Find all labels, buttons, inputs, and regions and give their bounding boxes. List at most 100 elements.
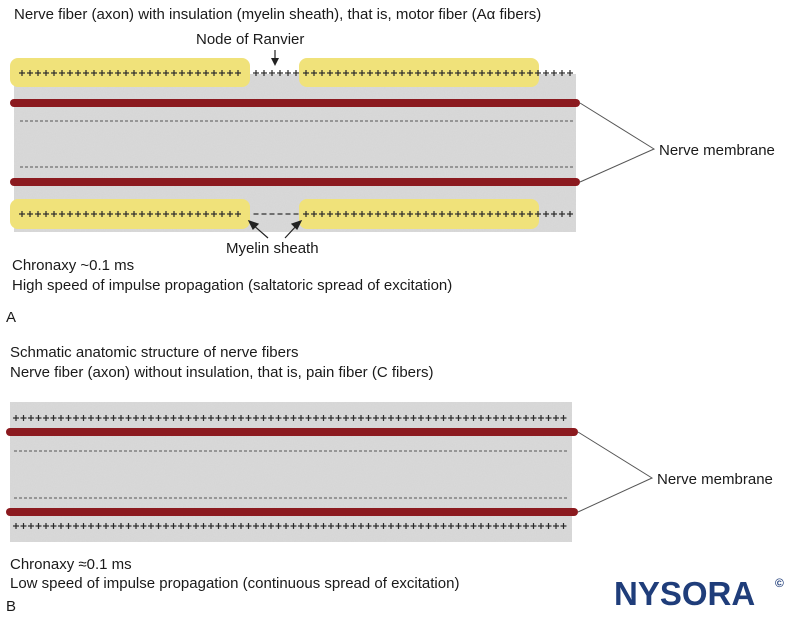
positive-charge-mark [229, 211, 231, 217]
positive-charge-mark [401, 70, 403, 76]
positive-charge-mark [277, 523, 280, 529]
positive-charge-mark [353, 211, 355, 217]
positive-charge-mark [502, 523, 505, 529]
positive-charge-mark [481, 70, 483, 76]
positive-charge-mark [157, 70, 159, 76]
positive-charge-mark [435, 415, 437, 421]
positive-charge-mark [382, 523, 385, 529]
positive-charge-mark [45, 211, 47, 217]
positive-charge-mark [427, 415, 430, 421]
positive-charge-mark [457, 523, 460, 529]
positive-charge-mark [561, 211, 563, 217]
positive-charge-mark [277, 415, 280, 421]
positive-charge-mark [377, 211, 379, 217]
positive-charge-mark [141, 70, 143, 76]
axon-body-b [10, 402, 572, 542]
positive-charge-mark [150, 415, 152, 421]
positive-charge-mark [180, 523, 182, 529]
membrane-callout-lines-a [579, 102, 656, 183]
positive-charge-mark [409, 70, 411, 76]
positive-charge-mark [61, 211, 63, 217]
positive-charge-mark [61, 70, 63, 76]
positive-charge-mark [187, 523, 190, 529]
positive-charge-mark [315, 415, 317, 421]
positive-charge-mark [67, 523, 70, 529]
nysora-logo: NYSORA © [612, 573, 792, 613]
positive-charge-mark [225, 523, 227, 529]
positive-charge-mark [480, 415, 482, 421]
positive-charge-mark [465, 70, 467, 76]
positive-charge-mark [390, 415, 392, 421]
positive-charge-mark [263, 70, 265, 76]
positive-charge-mark [393, 70, 395, 76]
positive-charge-mark [37, 211, 39, 217]
positive-charge-mark [561, 70, 563, 76]
positive-charge-mark [480, 523, 482, 529]
positive-charge-mark [157, 211, 159, 217]
positive-charge-mark [172, 523, 175, 529]
positive-charge-mark [513, 70, 515, 76]
positive-charge-mark [457, 211, 459, 217]
positive-charge-mark [489, 211, 491, 217]
positive-charge-mark [345, 523, 347, 529]
positive-charge-mark [271, 70, 273, 76]
positive-charge-mark [173, 70, 175, 76]
positive-charge-mark [195, 415, 197, 421]
positive-charge-mark [397, 415, 400, 421]
panel-b-letter: B [6, 598, 17, 615]
positive-charge-mark [345, 70, 347, 76]
positive-charge-mark [120, 523, 122, 529]
positive-charge-mark [367, 523, 370, 529]
positive-charge-mark [101, 70, 103, 76]
positive-charge-mark [457, 70, 459, 76]
positive-charge-mark [390, 523, 392, 529]
positive-charge-mark [262, 523, 265, 529]
positive-charge-mark [165, 211, 167, 217]
positive-charge-mark [287, 70, 289, 76]
positive-charge-mark [473, 70, 475, 76]
positive-charge-mark [189, 211, 191, 217]
positive-charge-mark [545, 70, 547, 76]
positive-charge-mark [412, 523, 415, 529]
positive-charge-mark [135, 523, 137, 529]
myelin-sheath-bottom-left [10, 199, 250, 229]
positive-charge-mark [487, 415, 490, 421]
positive-charge-mark [229, 70, 231, 76]
positive-charge-mark [305, 211, 307, 217]
positive-charge-mark [213, 211, 215, 217]
positive-charge-mark [525, 415, 527, 421]
positive-charge-mark [21, 211, 23, 217]
positive-charge-mark [369, 70, 371, 76]
chronaxy-b: Chronaxy ≈0.1 ms [10, 556, 132, 573]
positive-charge-mark [442, 415, 445, 421]
positive-charge-mark [181, 70, 183, 76]
positive-charge-mark [382, 415, 385, 421]
positive-charge-mark [197, 70, 199, 76]
positive-charge-mark [77, 211, 79, 217]
panel-a-title: Nerve fiber (axon) with insulation (myel… [14, 6, 542, 23]
positive-charge-mark [69, 211, 71, 217]
positive-charge-mark [300, 523, 302, 529]
positive-charge-mark [52, 415, 55, 421]
positive-charge-mark [165, 70, 167, 76]
positive-charge-mark [221, 211, 223, 217]
positive-charge-mark [425, 70, 427, 76]
positive-charge-mark [217, 523, 220, 529]
positive-charge-mark [465, 415, 467, 421]
positive-charge-mark [52, 523, 55, 529]
positive-charge-mark [82, 415, 85, 421]
positive-charge-mark [270, 415, 272, 421]
positive-charge-mark [101, 211, 103, 217]
positive-charge-mark [345, 415, 347, 421]
positive-charge-mark [450, 415, 452, 421]
positive-charge-mark [529, 70, 531, 76]
positive-charge-mark [237, 70, 239, 76]
positive-charge-mark [352, 523, 355, 529]
positive-charge-mark [553, 70, 555, 76]
positive-charge-mark [385, 70, 387, 76]
positive-charge-mark [109, 70, 111, 76]
positive-charge-mark [405, 523, 407, 529]
positive-charge-mark [37, 70, 39, 76]
positive-charge-mark [472, 415, 475, 421]
